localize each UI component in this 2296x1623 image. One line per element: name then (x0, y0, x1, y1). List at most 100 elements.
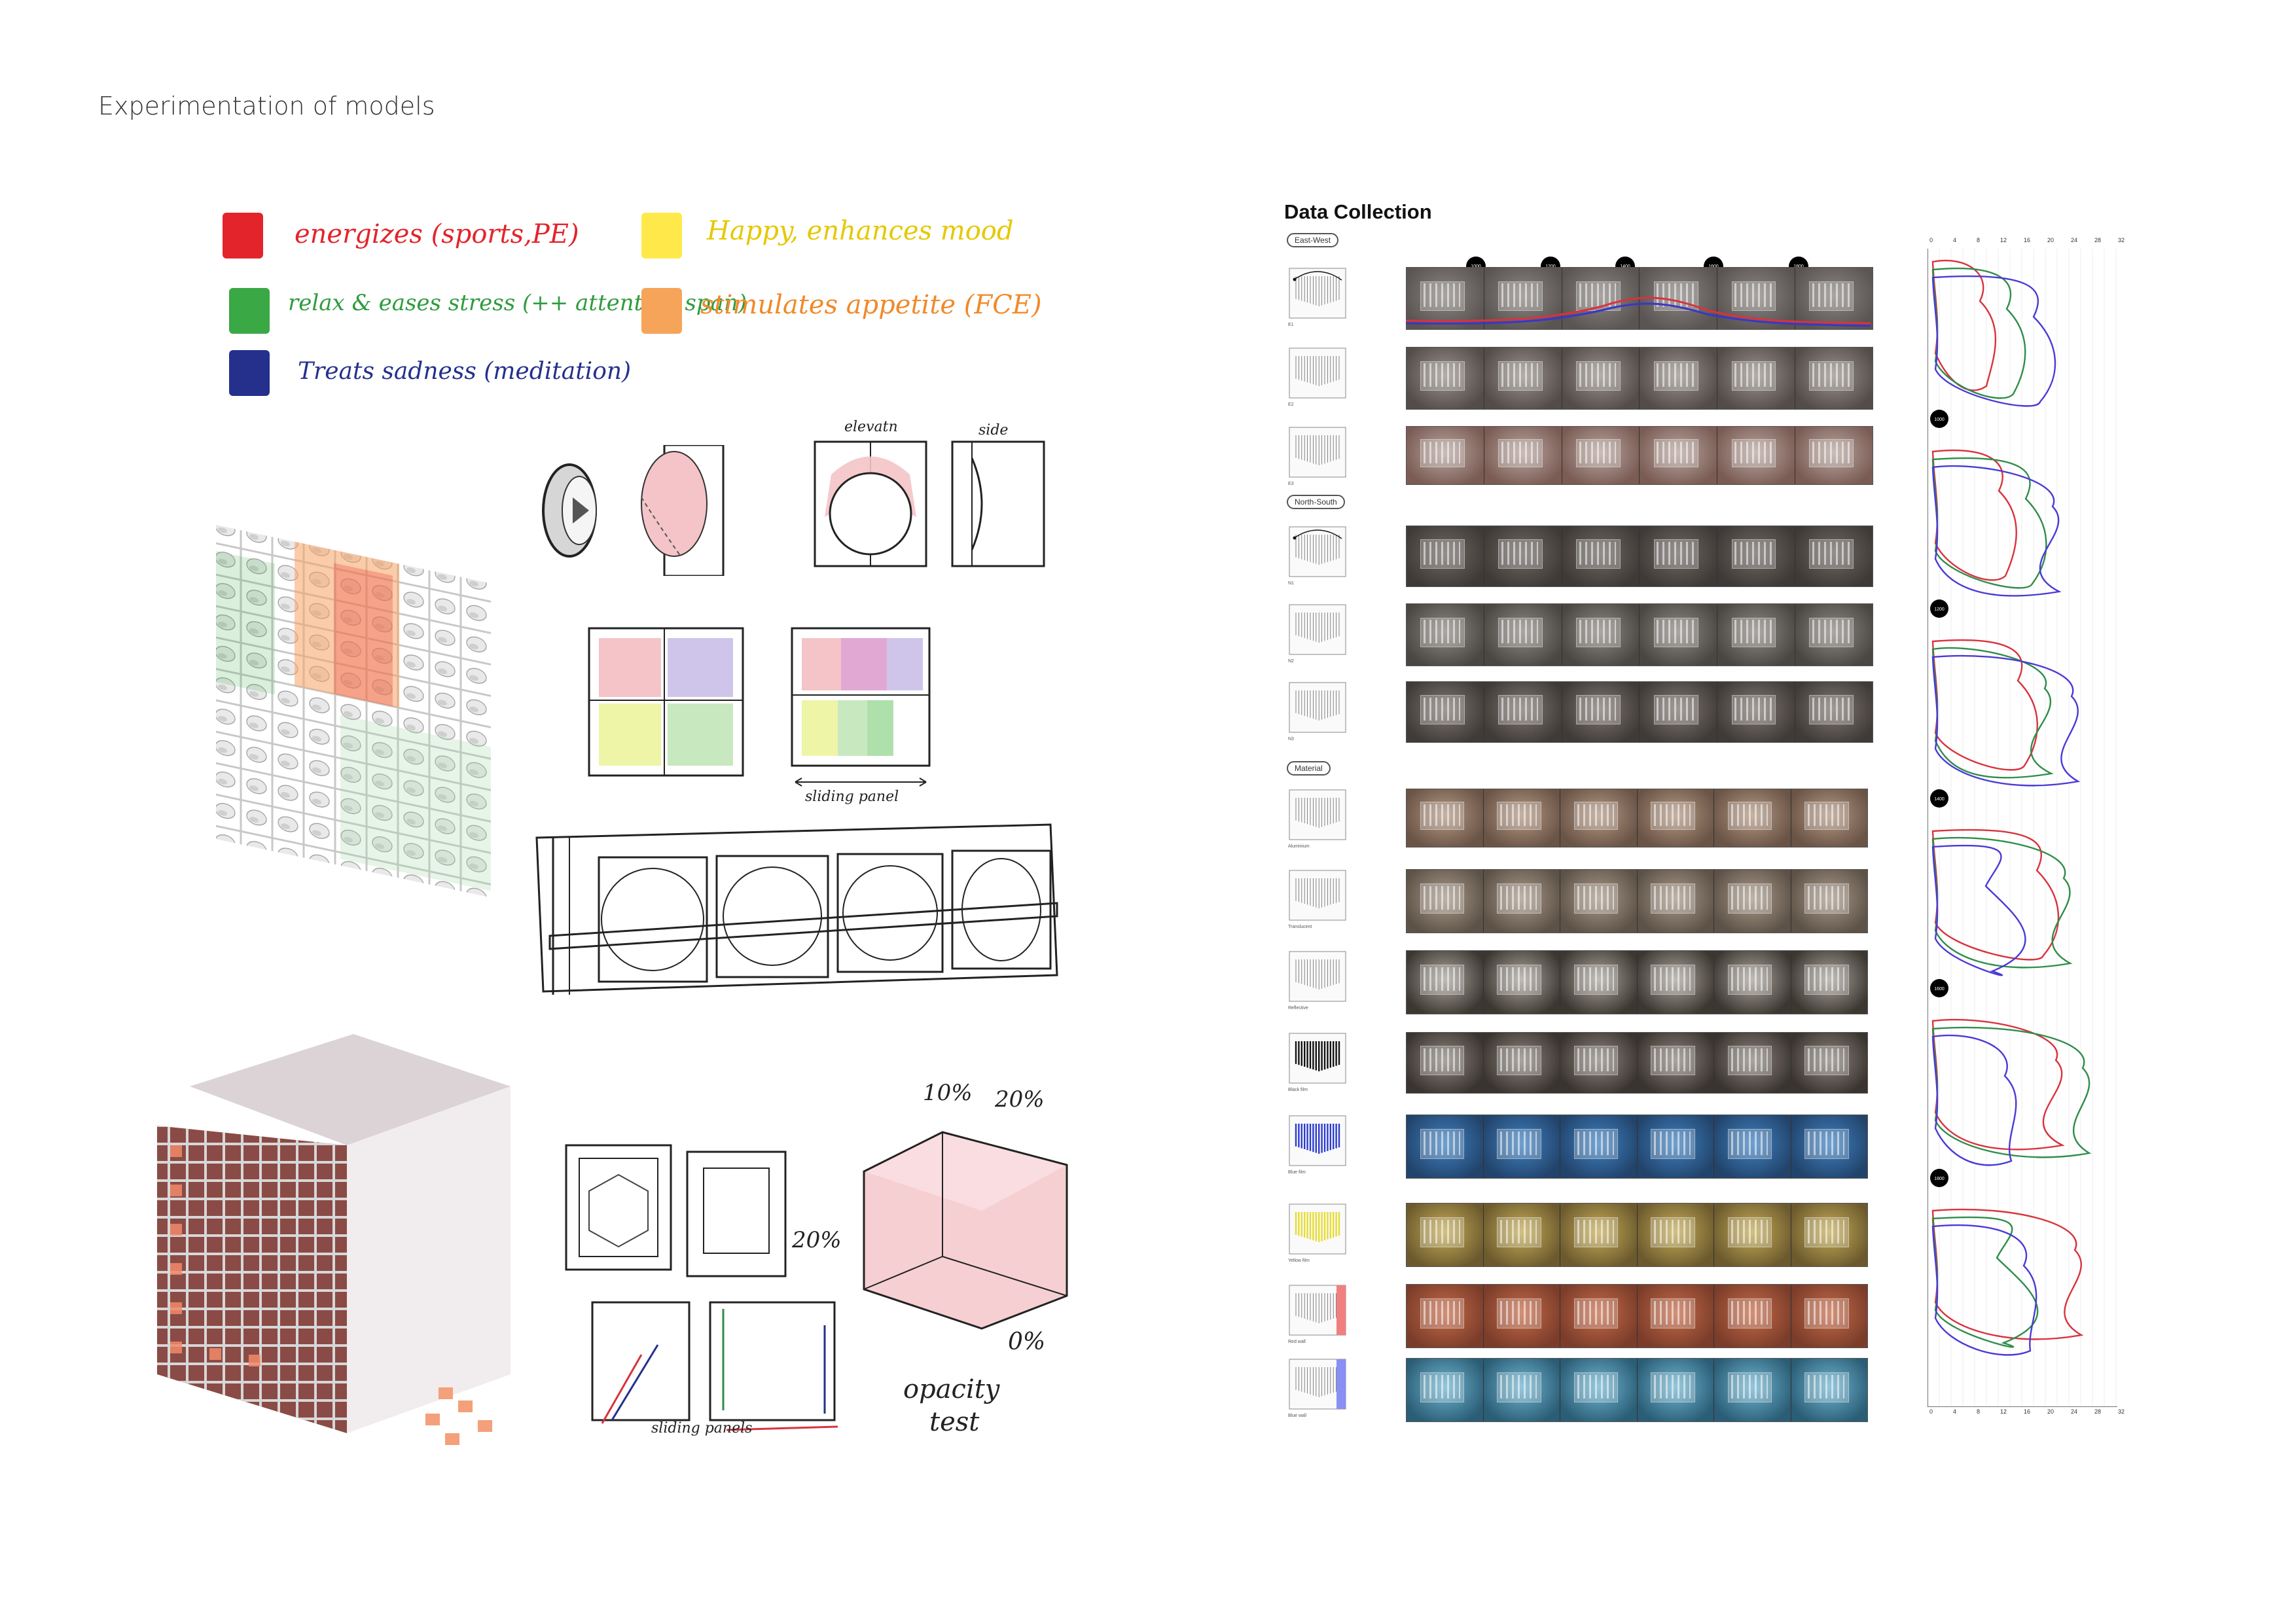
photo-tile (1717, 427, 1796, 484)
railing-sketch (535, 823, 1058, 995)
photo-tile (1637, 1033, 1714, 1093)
photo-tile (1795, 268, 1873, 329)
sliding-panels-sketch (591, 1301, 838, 1431)
axis-tick: 16 (2024, 1408, 2031, 1415)
row-diagram-label: E3 (1288, 482, 1294, 486)
photo-tile (1717, 682, 1796, 742)
photo-row-9 (1406, 950, 1868, 1014)
legend-swatch-red (223, 213, 263, 259)
axis-tick: 32 (2118, 237, 2125, 243)
legend-swatch-orange (641, 288, 682, 334)
photo-row-11 (1406, 1115, 1868, 1179)
photo-tile (1407, 870, 1484, 933)
series-blob (1931, 1034, 2017, 1166)
row-diagram: E2 (1288, 347, 1347, 407)
photo-tile (1483, 870, 1560, 933)
photo-tile (1407, 682, 1484, 742)
photo-rows (1401, 0, 1873, 1440)
axis-tick: 24 (2071, 1408, 2078, 1415)
row-diagram-label: N3 (1288, 737, 1294, 741)
color-square-sketches (588, 627, 931, 787)
photo-tile (1562, 268, 1640, 329)
axis-tick: 4 (1953, 1408, 1957, 1415)
photo-tile (1791, 1359, 1867, 1421)
photo-tile (1562, 526, 1640, 586)
photo-tile (1560, 1115, 1638, 1178)
photo-tile (1717, 526, 1796, 586)
photo-tile (1562, 348, 1640, 409)
axis-tick: 4 (1953, 237, 1957, 243)
photo-tile (1714, 951, 1791, 1014)
row-diagram: N1 (1288, 526, 1347, 586)
row-diagram-label: Aluminium (1288, 844, 1310, 849)
row-diagram: N2 (1288, 603, 1347, 664)
photo-tile (1407, 526, 1484, 586)
axis-tick: 16 (2024, 237, 2031, 243)
photo-tile (1484, 526, 1562, 586)
side-time-marker (1930, 599, 1948, 618)
photo-tile (1560, 1285, 1638, 1347)
row-diagram: Black film (1288, 1032, 1347, 1092)
photo-row-5 (1406, 603, 1873, 666)
photo-tile (1483, 1033, 1560, 1093)
photo-tile (1407, 789, 1484, 847)
photo-tile (1640, 348, 1718, 409)
photo-tile (1407, 951, 1484, 1014)
photo-tile (1483, 1204, 1560, 1266)
photo-tile (1791, 870, 1867, 933)
photo-tile (1484, 268, 1562, 329)
row-diagram-label: Translucent (1288, 925, 1312, 929)
photo-tile (1407, 1204, 1484, 1266)
photo-tile (1640, 268, 1718, 329)
row-diagram: Yellow film (1288, 1203, 1347, 1263)
photo-tile (1795, 526, 1873, 586)
label-elevation: elevatn (844, 419, 898, 435)
row-diagram-label: Black film (1288, 1088, 1308, 1092)
photo-tile (1640, 604, 1718, 666)
axis-tick: 20 (2047, 1408, 2054, 1415)
photo-tile (1791, 1285, 1867, 1347)
label-pct-0: 0% (1008, 1329, 1046, 1355)
grid-model-render (216, 525, 491, 898)
photo-tile (1795, 427, 1873, 484)
photo-tile (1407, 348, 1484, 409)
label-test: test (929, 1407, 980, 1437)
color-legend: energizes (sports,PE) Happy, enhances mo… (216, 213, 1042, 409)
side-time-marker-label: 1400 (1934, 797, 1945, 802)
photo-tile (1640, 526, 1718, 586)
axis-tick: 32 (2118, 1408, 2125, 1415)
photo-tile (1714, 870, 1791, 933)
photo-tile (1714, 1204, 1791, 1266)
axis-tick: 8 (1977, 237, 1981, 243)
legend-swatch-blue (229, 350, 270, 396)
photo-tile (1560, 1204, 1638, 1266)
photo-tile (1637, 789, 1714, 847)
row-diagram-label: E2 (1288, 402, 1294, 407)
row-diagram-label: N2 (1288, 659, 1294, 664)
row-diagram: E1 (1288, 267, 1347, 327)
elevation-side-sketch (814, 440, 1045, 567)
photo-row-4 (1406, 526, 1873, 587)
photo-tile (1483, 951, 1560, 1014)
axis-tick: 28 (2094, 237, 2102, 243)
page-title: Experimentation of models (98, 92, 435, 120)
photo-tile (1791, 1033, 1867, 1093)
photo-tile (1560, 1033, 1638, 1093)
photo-tile (1714, 1359, 1791, 1421)
side-time-marker (1930, 789, 1948, 808)
axis-tick: 8 (1977, 1408, 1981, 1415)
series-blob (1931, 465, 2062, 597)
side-time-marker-label: 1600 (1934, 987, 1945, 991)
photo-row-13 (1406, 1284, 1868, 1348)
axis-tick: 20 (2047, 237, 2054, 243)
photo-tile (1637, 1204, 1714, 1266)
group-label-material: Material (1287, 761, 1331, 776)
photo-tile (1483, 1115, 1560, 1178)
series-blob (1931, 275, 2056, 407)
legend-text-orange: stimulates appetite (FCE) (700, 290, 1042, 320)
photo-tile (1637, 951, 1714, 1014)
row-diagram: N3 (1288, 681, 1347, 741)
row-diagram: E3 (1288, 426, 1347, 486)
label-sliding-panels: sliding panels (651, 1420, 753, 1436)
